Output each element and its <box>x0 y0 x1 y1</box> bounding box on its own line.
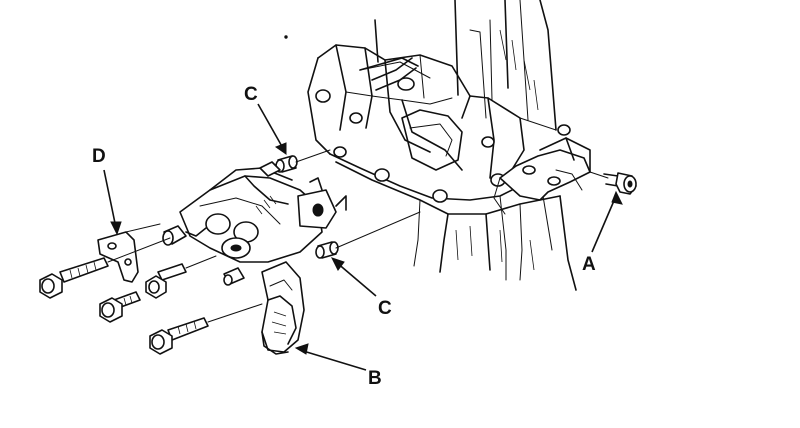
callout-label-a: A <box>582 254 596 275</box>
dowel-pin-lower <box>315 211 421 259</box>
bolt-lower-left <box>149 317 209 355</box>
engine-block <box>307 0 577 291</box>
leader-a <box>591 190 623 253</box>
speck <box>284 35 288 39</box>
leader-d <box>103 169 122 236</box>
callout-label-c-upper: C <box>244 84 258 105</box>
leader-c-lower <box>331 257 377 297</box>
callout-label-c-lower: C <box>378 298 392 319</box>
leader-b <box>294 343 367 371</box>
bolt-upper-left <box>39 257 109 299</box>
callout-label-b: B <box>368 368 382 389</box>
main-housing <box>162 161 347 263</box>
leader-c-upper <box>257 103 287 155</box>
bolt-stud-right <box>145 263 187 299</box>
callout-label-d: D <box>92 146 106 167</box>
mount-b <box>261 261 305 355</box>
dowel-pin-upper <box>275 149 331 173</box>
bracket-a <box>493 137 609 215</box>
bracket-d <box>97 223 161 283</box>
flange-bolt-a <box>603 172 637 195</box>
bolt-middle-left <box>99 291 141 323</box>
stud-pin <box>223 267 245 286</box>
